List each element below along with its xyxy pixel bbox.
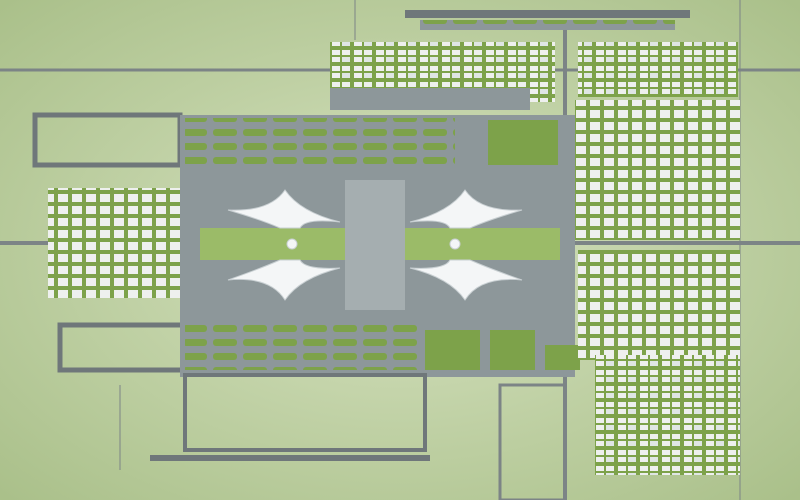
north-building-block-east <box>578 42 738 97</box>
terminals <box>227 189 523 301</box>
central-plaza <box>345 180 405 310</box>
east-building-district-north <box>575 100 740 240</box>
grass-patch <box>425 330 480 370</box>
tower <box>449 238 461 250</box>
terminal-t3-northeast <box>409 189 523 229</box>
terminal-t1-northwest <box>227 189 341 229</box>
east-building-district-south <box>578 250 740 360</box>
south-runway-area <box>150 373 567 500</box>
south-taxiway-field <box>185 325 420 370</box>
north-cargo-apron <box>330 88 530 110</box>
grass-patch <box>488 120 558 165</box>
southeast-building-district <box>595 355 740 475</box>
west-building-district <box>48 188 180 298</box>
grass-patch <box>545 345 580 370</box>
grass-patch <box>490 330 535 370</box>
north-runway <box>405 10 690 30</box>
terminal-t2-southwest <box>227 259 341 301</box>
tower <box>286 238 298 250</box>
north-taxiway-field <box>185 118 455 168</box>
terminal-t4-southeast <box>409 259 523 301</box>
